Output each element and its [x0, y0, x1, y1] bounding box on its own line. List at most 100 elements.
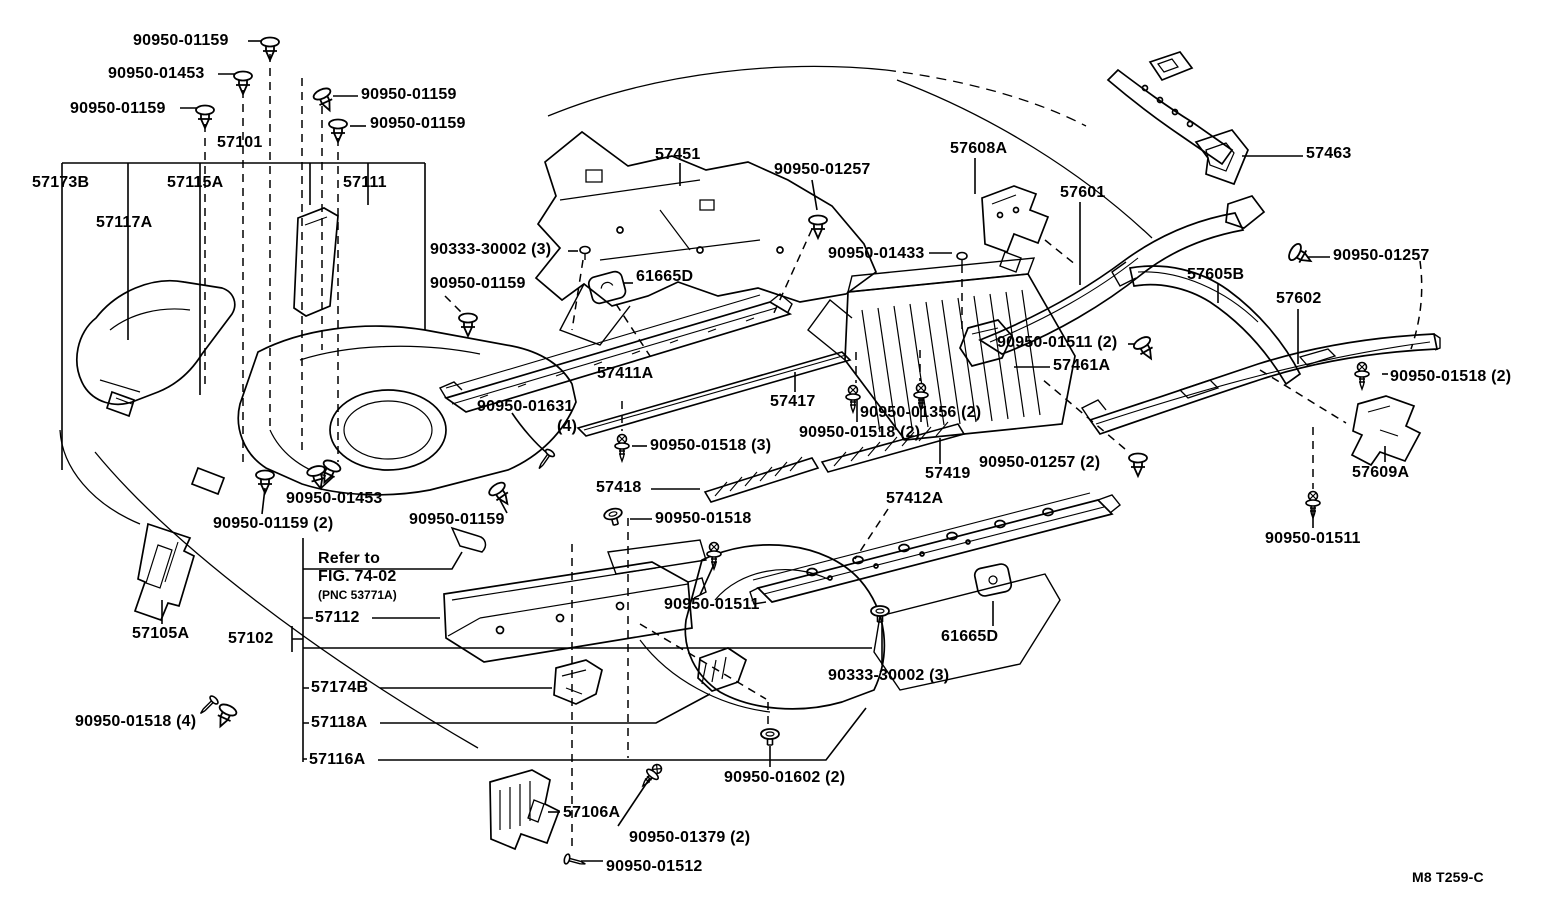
part-label: 57105A — [132, 625, 190, 642]
part-label: 90950-01511 — [1265, 530, 1361, 547]
part-label: 57463 — [1306, 145, 1352, 162]
part-plug-61665D-bottom — [973, 563, 1012, 597]
grom-fastener-icon — [579, 245, 591, 261]
part-label: (PNC 53771A) — [318, 588, 397, 602]
part-bracket-57106A — [490, 770, 559, 849]
clip-fastener-icon — [1128, 452, 1148, 477]
part-label: 57605B — [1187, 266, 1245, 283]
part-label: 57451 — [655, 146, 701, 163]
part-wheelhouse-rear — [452, 528, 1060, 712]
part-label: 57417 — [770, 393, 816, 410]
part-label: 90950-01511 (2) — [997, 334, 1118, 351]
part-label: 57609A — [1352, 464, 1410, 481]
part-label: 57112 — [315, 609, 360, 626]
part-strip-57417 — [578, 352, 850, 436]
grom-fastener-icon — [956, 251, 968, 267]
screw-fastener-icon — [1354, 361, 1370, 390]
capplug-fastener-icon — [602, 505, 626, 528]
part-plug-61665D-top — [587, 270, 627, 305]
part-member-57602 — [1082, 334, 1440, 434]
clip-fastener-icon — [311, 85, 339, 116]
part-label: 57111 — [343, 174, 387, 191]
part-label: 57602 — [1276, 290, 1322, 307]
part-label: 90950-01433 — [828, 245, 925, 262]
part-label: 57102 — [228, 630, 274, 647]
clip-fastener-icon — [486, 479, 516, 510]
part-label: 90950-01159 — [370, 115, 466, 132]
part-label: 57419 — [925, 465, 971, 482]
part-label: 90950-01602 (2) — [724, 769, 846, 786]
clip-fastener-icon — [458, 312, 478, 337]
body-outline-curves — [60, 66, 1152, 748]
callout-lines — [162, 41, 1388, 861]
part-label: 61665D — [941, 628, 999, 645]
part-label: 90950-01379 (2) — [629, 829, 751, 846]
part-label: 57106A — [563, 804, 621, 821]
clip-fastener-icon — [1285, 241, 1316, 270]
part-label: 57418 — [596, 479, 642, 496]
part-bracket-57609A — [1352, 396, 1420, 465]
figure-code: M8 T259-C — [1412, 869, 1484, 885]
part-crossmember-57463 — [1108, 52, 1248, 184]
part-strip-57419 — [822, 422, 964, 472]
part-label: 57601 — [1060, 184, 1106, 201]
part-label: 57173B — [32, 174, 90, 191]
part-label: 90950-01159 — [430, 275, 526, 292]
part-label: 57412A — [886, 490, 944, 507]
screw-fastener-icon — [636, 760, 667, 792]
part-wheelhouse-front — [238, 208, 576, 495]
part-label: (4) — [557, 418, 578, 435]
part-label: 90950-01159 (2) — [213, 515, 334, 532]
part-label: 57118A — [311, 714, 368, 731]
part-label: FIG. 74-02 — [318, 568, 397, 585]
part-label: 57411A — [597, 365, 654, 382]
part-crossmember-57451 — [536, 132, 876, 345]
pin-fastener-icon — [196, 693, 221, 718]
part-label: 57174B — [311, 679, 369, 696]
part-label: 90950-01453 — [108, 65, 205, 82]
part-strip-57418 — [705, 457, 818, 502]
part-label: 90950-01518 (2) — [799, 424, 921, 441]
part-apron-57173B — [77, 281, 235, 494]
part-label: 90950-01356 (2) — [860, 404, 982, 421]
capplug-fastener-icon — [760, 728, 780, 746]
part-label: 90950-01257 — [774, 161, 871, 178]
part-label: 90950-01159 — [70, 100, 166, 117]
part-label: 90950-01453 — [286, 490, 383, 507]
part-label: 90950-01518 (3) — [650, 437, 772, 454]
clip-fastener-icon — [808, 214, 828, 239]
part-label: 57101 — [217, 134, 263, 151]
part-label: 90333-30002 (3) — [828, 667, 950, 684]
part-label: 90950-01511 — [664, 596, 760, 613]
part-member-57411A — [440, 294, 792, 412]
clip-fastener-icon — [211, 701, 239, 732]
part-label: 57117A — [96, 214, 153, 231]
part-label: 90950-01257 (2) — [979, 454, 1101, 471]
part-label: 57115A — [167, 174, 224, 191]
part-label: 90950-01518 (2) — [1390, 368, 1512, 385]
part-bracket-57608A — [982, 186, 1048, 272]
part-label: 61665D — [636, 268, 694, 285]
part-label: 90333-30002 (3) — [430, 241, 552, 258]
part-label: 90950-01159 — [409, 511, 505, 528]
part-bracket-57174B — [554, 648, 746, 704]
part-bracket-57105A — [135, 524, 194, 620]
part-label: 90950-01257 — [1333, 247, 1430, 264]
part-label: 90950-01159 — [361, 86, 457, 103]
part-label: 90950-01159 — [133, 32, 229, 49]
part-member-57601 — [960, 196, 1264, 366]
part-label: 90950-01518 (4) — [75, 713, 197, 730]
part-label: 57608A — [950, 140, 1008, 157]
part-label: 57116A — [309, 751, 366, 768]
screw-fastener-icon — [614, 433, 630, 462]
part-panel-57461A — [808, 258, 1075, 440]
clip-fastener-icon — [1131, 333, 1160, 364]
part-label: 90950-01512 — [606, 858, 703, 875]
part-sill-57412A — [750, 493, 1120, 604]
part-label: 90950-01518 — [655, 510, 752, 527]
part-label: Refer to — [318, 550, 381, 567]
part-member-57605B — [1112, 262, 1300, 384]
part-label: 90950-01631 — [477, 398, 574, 415]
